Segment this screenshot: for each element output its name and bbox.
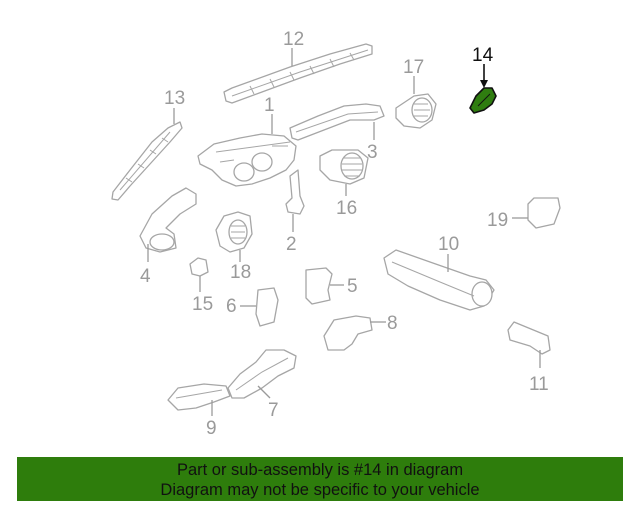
- part-4-left-duct[interactable]: [139, 187, 197, 253]
- part-15-clip[interactable]: [189, 257, 209, 277]
- callout-6[interactable]: 6: [226, 296, 237, 317]
- callout-12[interactable]: 12: [283, 29, 304, 50]
- part-8-curved-duct[interactable]: [323, 315, 373, 351]
- part-9-rear-duct-left[interactable]: [167, 383, 231, 411]
- callout-10[interactable]: 10: [438, 234, 459, 255]
- part-13-defroster-bar[interactable]: [111, 121, 183, 201]
- part-1-center-duct-assembly[interactable]: [197, 133, 297, 187]
- part-3-upper-duct[interactable]: [289, 103, 385, 141]
- callout-11[interactable]: 11: [529, 374, 549, 395]
- callout-3[interactable]: 3: [367, 142, 378, 163]
- callout-14[interactable]: 14: [472, 45, 494, 66]
- part-5-small-duct[interactable]: [305, 267, 333, 305]
- part-14-highlighted[interactable]: [469, 87, 497, 114]
- callout-17[interactable]: 17: [403, 57, 424, 78]
- part-12-defroster-duct[interactable]: [223, 43, 373, 104]
- callout-9[interactable]: 9: [206, 418, 217, 439]
- callout-5[interactable]: 5: [347, 276, 358, 297]
- part-6-small-duct[interactable]: [255, 287, 279, 327]
- arrowhead-14: [480, 80, 488, 88]
- part-2-bracket[interactable]: [285, 169, 305, 215]
- callout-7[interactable]: 7: [268, 400, 279, 421]
- part-18-round-vent[interactable]: [215, 211, 253, 253]
- callout-19[interactable]: 19: [487, 210, 508, 231]
- callout-18[interactable]: 18: [230, 262, 251, 283]
- callout-13[interactable]: 13: [164, 88, 185, 109]
- banner-line-2: Diagram may not be specific to your vehi…: [160, 481, 480, 499]
- part-17-round-vent[interactable]: [395, 93, 437, 129]
- leader-7: [257, 385, 271, 399]
- part-7-rear-duct[interactable]: [227, 349, 297, 399]
- part-info-banner: Part or sub-assembly is #14 in diagram D…: [17, 457, 623, 501]
- part-19-block[interactable]: [527, 197, 561, 229]
- callout-4[interactable]: 4: [140, 266, 151, 287]
- banner-line-1: Part or sub-assembly is #14 in diagram: [176, 461, 464, 479]
- callout-1[interactable]: 1: [264, 95, 275, 116]
- parts-diagram: 12 13 1 3 17 14 2: [111, 29, 561, 439]
- callout-16[interactable]: 16: [336, 198, 357, 219]
- part-10-floor-duct[interactable]: [383, 249, 495, 311]
- callout-8[interactable]: 8: [387, 313, 398, 334]
- callout-15[interactable]: 15: [192, 294, 213, 315]
- callout-2[interactable]: 2: [286, 234, 297, 255]
- part-11-bracket[interactable]: [507, 321, 551, 355]
- part-16-vent-grille[interactable]: [319, 149, 369, 185]
